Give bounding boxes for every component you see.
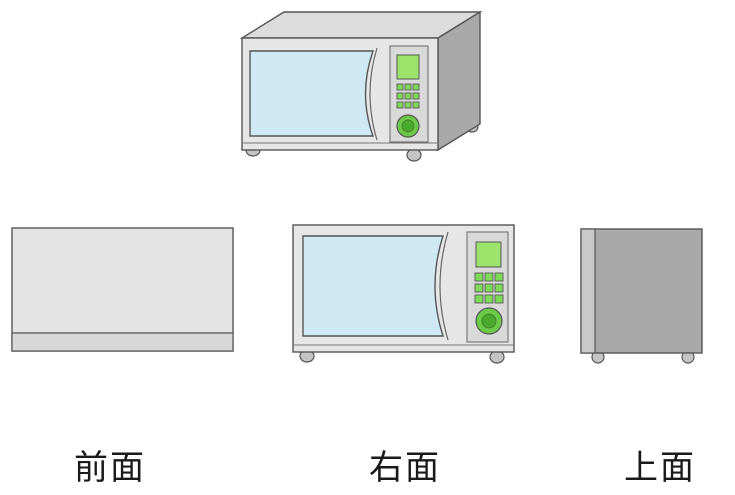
display-screen	[396, 54, 420, 80]
microwave-window	[302, 235, 444, 337]
foot	[406, 148, 422, 162]
button-grid	[474, 272, 504, 304]
label-right-view: 右面	[369, 448, 441, 488]
display-screen	[475, 241, 502, 268]
top-view-body	[580, 228, 703, 354]
view-front	[11, 227, 234, 352]
label-front-view: 前面	[74, 448, 146, 488]
view-right	[292, 224, 515, 364]
front-view-body	[11, 227, 234, 352]
microwave-perspective	[239, 10, 483, 162]
view-top	[580, 228, 703, 364]
button-grid	[396, 83, 420, 109]
foot	[489, 350, 505, 364]
microwave-window	[249, 50, 374, 137]
label-top-view: 上面	[624, 448, 696, 488]
